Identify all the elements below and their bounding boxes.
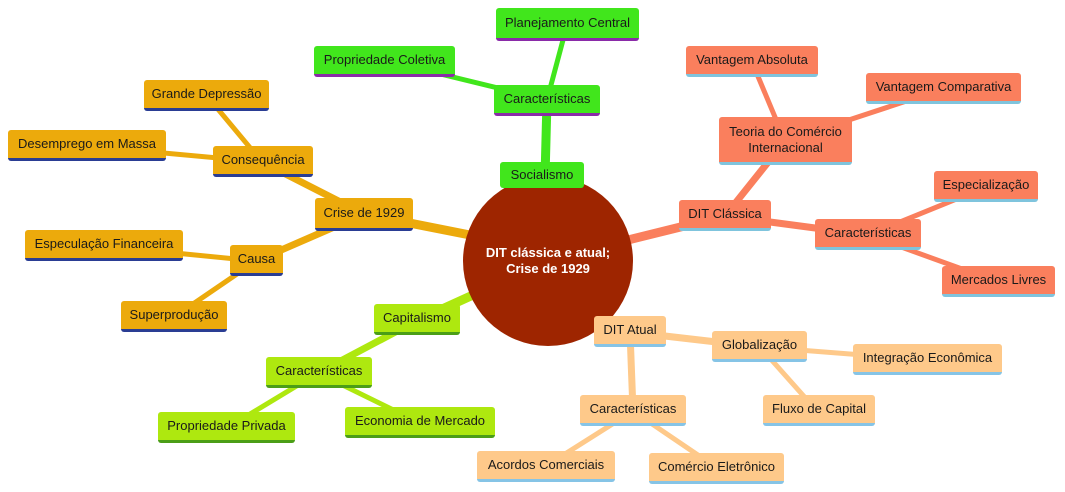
crise-1929-node[interactable]: Crise de 1929 [315, 198, 413, 231]
capitalismo-caracteristicas-node[interactable]: Características [266, 357, 372, 388]
vantagem-absoluta-node[interactable]: Vantagem Absoluta [686, 46, 818, 77]
vantagem-comparativa-node[interactable]: Vantagem Comparativa [866, 73, 1021, 104]
superproducao-node[interactable]: Superprodução [121, 301, 227, 332]
central-topic-label: DIT clássica e atual; Crise de 1929 [485, 245, 611, 276]
especulacao-financeira-node[interactable]: Especulação Financeira [25, 230, 183, 261]
comercio-eletronico-node[interactable]: Comércio Eletrônico [649, 453, 784, 484]
dit-classica-node[interactable]: DIT Clássica [679, 200, 771, 231]
acordos-comerciais-node[interactable]: Acordos Comerciais [477, 451, 615, 482]
dit-classica-caracteristicas-node[interactable]: Características [815, 219, 921, 250]
socialismo-caracteristicas-node[interactable]: Características [494, 85, 600, 116]
fluxo-de-capital-node[interactable]: Fluxo de Capital [763, 395, 875, 426]
planejamento-central-node[interactable]: Planejamento Central [496, 8, 639, 41]
especializacao-node[interactable]: Especialização [934, 171, 1038, 202]
socialismo-node[interactable]: Socialismo [500, 162, 584, 188]
globalizacao-node[interactable]: Globalização [712, 331, 807, 362]
mercados-livres-node[interactable]: Mercados Livres [942, 266, 1055, 297]
capitalismo-node[interactable]: Capitalismo [374, 304, 460, 335]
grande-depressao-node[interactable]: Grande Depressão [144, 80, 269, 111]
socialismo-label: Socialismo [510, 167, 574, 182]
dit-atual-node[interactable]: DIT Atual [594, 316, 666, 347]
integracao-economica-node[interactable]: Integração Econômica [853, 344, 1002, 375]
propriedade-coletiva-node[interactable]: Propriedade Coletiva [314, 46, 455, 77]
economia-de-mercado-node[interactable]: Economia de Mercado [345, 407, 495, 438]
teoria-comercio-internacional-node[interactable]: Teoria do Comércio Internacional [719, 117, 852, 165]
propriedade-privada-node[interactable]: Propriedade Privada [158, 412, 295, 443]
consequencia-node[interactable]: Consequência [213, 146, 313, 177]
dit-atual-caracteristicas-node[interactable]: Características [580, 395, 686, 426]
desemprego-em-massa-node[interactable]: Desemprego em Massa [8, 130, 166, 161]
causa-node[interactable]: Causa [230, 245, 283, 276]
